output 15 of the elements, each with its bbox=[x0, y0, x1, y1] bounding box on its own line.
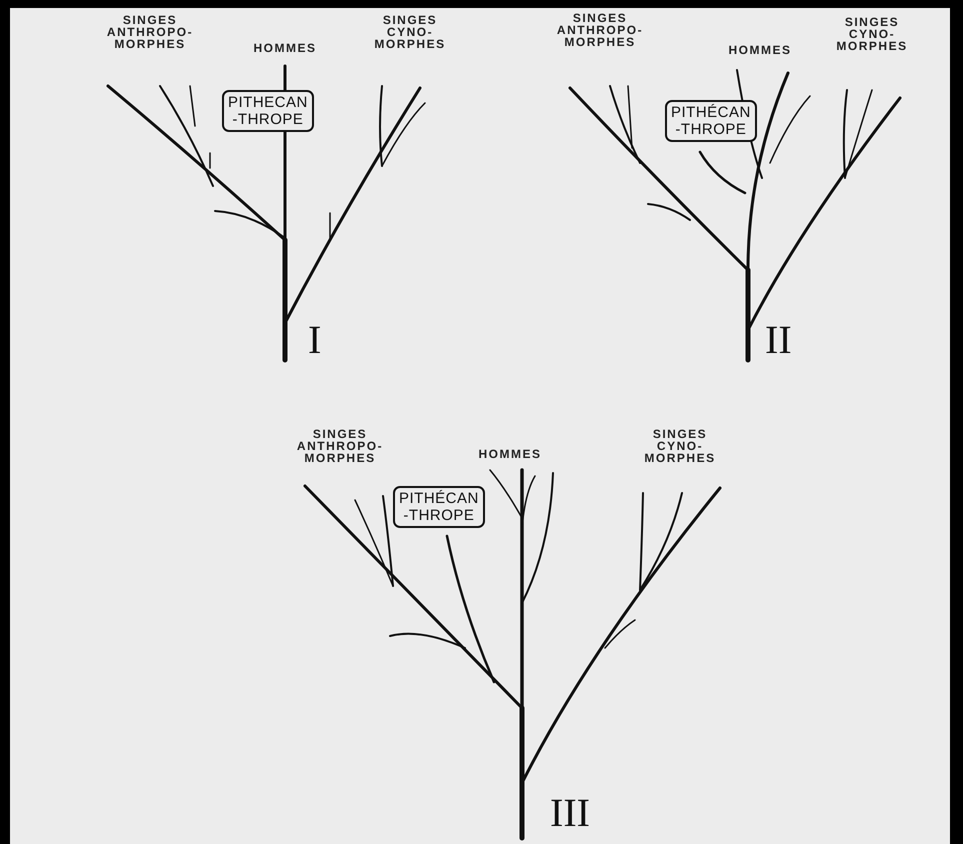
branch-label: SINGES CYNO- MORPHES bbox=[836, 16, 908, 52]
panel-numeral: III bbox=[550, 793, 590, 833]
branch-label: SINGES ANTHROPO- MORPHES bbox=[296, 428, 384, 464]
panel-numeral: I bbox=[308, 320, 322, 360]
label-box: PITHÉCAN -THROPE bbox=[665, 100, 757, 142]
branch-label: HOMMES bbox=[254, 42, 316, 54]
panel-numeral: II bbox=[765, 320, 792, 360]
branch-label: SINGES CYNO- MORPHES bbox=[644, 428, 716, 464]
branch-label: SINGES CYNO- MORPHES bbox=[374, 14, 446, 50]
branch-label: SINGES ANTHROPO- MORPHES bbox=[556, 12, 644, 48]
label-box: PITHÉCAN -THROPE bbox=[393, 486, 485, 528]
label-box: PITHECAN -THROPE bbox=[222, 90, 314, 132]
branch-label: HOMMES bbox=[728, 44, 792, 56]
branch-label: HOMMES bbox=[478, 448, 542, 460]
branch-label: SINGES ANTHROPO- MORPHES bbox=[106, 14, 194, 50]
